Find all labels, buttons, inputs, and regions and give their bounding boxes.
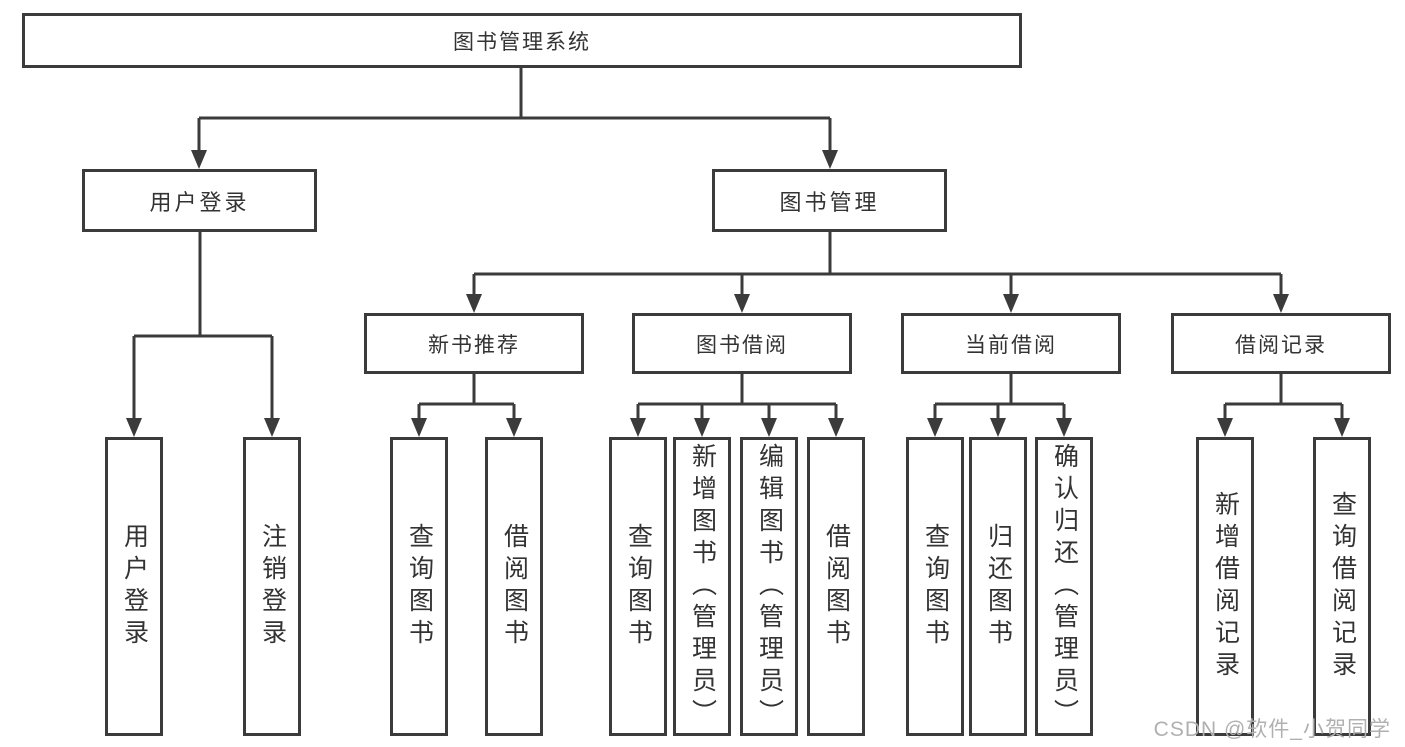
node-user-login-leaf-label: 用户登录 [120,522,149,651]
node-br-query-record: 查询借阅记录 [1313,437,1371,736]
node-bb-edit-books-admin: 编辑图书（管理员） [740,437,798,736]
node-br-query-record-label: 查询借阅记录 [1328,490,1357,683]
node-cb-confirm-return-admin-label: 确认归还（管理员） [1050,442,1079,731]
node-br-add-record-label: 新增借阅记录 [1211,490,1240,683]
node-nbr-query-books-label: 查询图书 [405,522,434,651]
node-library-system: 图书管理系统 [22,13,1022,68]
node-book-borrowing: 图书借阅 [632,313,852,374]
node-user-login: 用户登录 [82,169,317,232]
node-cb-return-books-label: 归还图书 [984,522,1013,651]
node-current-borrowing: 当前借阅 [901,313,1121,374]
node-book-management: 图书管理 [712,169,947,232]
node-bb-query-books-label: 查询图书 [624,522,653,651]
node-cb-confirm-return-admin: 确认归还（管理员） [1035,437,1093,736]
node-logout-leaf: 注销登录 [243,437,301,736]
node-bb-borrow-books: 借阅图书 [807,437,865,736]
node-logout-leaf-label: 注销登录 [258,522,287,651]
node-br-add-record: 新增借阅记录 [1196,437,1254,736]
node-nbr-query-books: 查询图书 [390,437,448,736]
node-bb-edit-books-admin-label: 编辑图书（管理员） [755,442,784,731]
node-borrow-records: 借阅记录 [1171,313,1391,374]
node-bb-borrow-books-label: 借阅图书 [822,522,851,651]
node-bb-add-books-admin-label: 新增图书（管理员） [688,442,717,731]
node-nbr-borrow-books-label: 借阅图书 [500,522,529,651]
arrowheads [126,150,1350,437]
node-cb-query-books-label: 查询图书 [921,522,950,651]
node-new-book-recommend: 新书推荐 [364,313,584,374]
node-bb-add-books-admin: 新增图书（管理员） [673,437,731,736]
node-bb-query-books: 查询图书 [609,437,667,736]
node-cb-query-books: 查询图书 [906,437,964,736]
node-nbr-borrow-books: 借阅图书 [485,437,543,736]
node-cb-return-books: 归还图书 [969,437,1027,736]
node-user-login-leaf: 用户登录 [105,437,163,736]
